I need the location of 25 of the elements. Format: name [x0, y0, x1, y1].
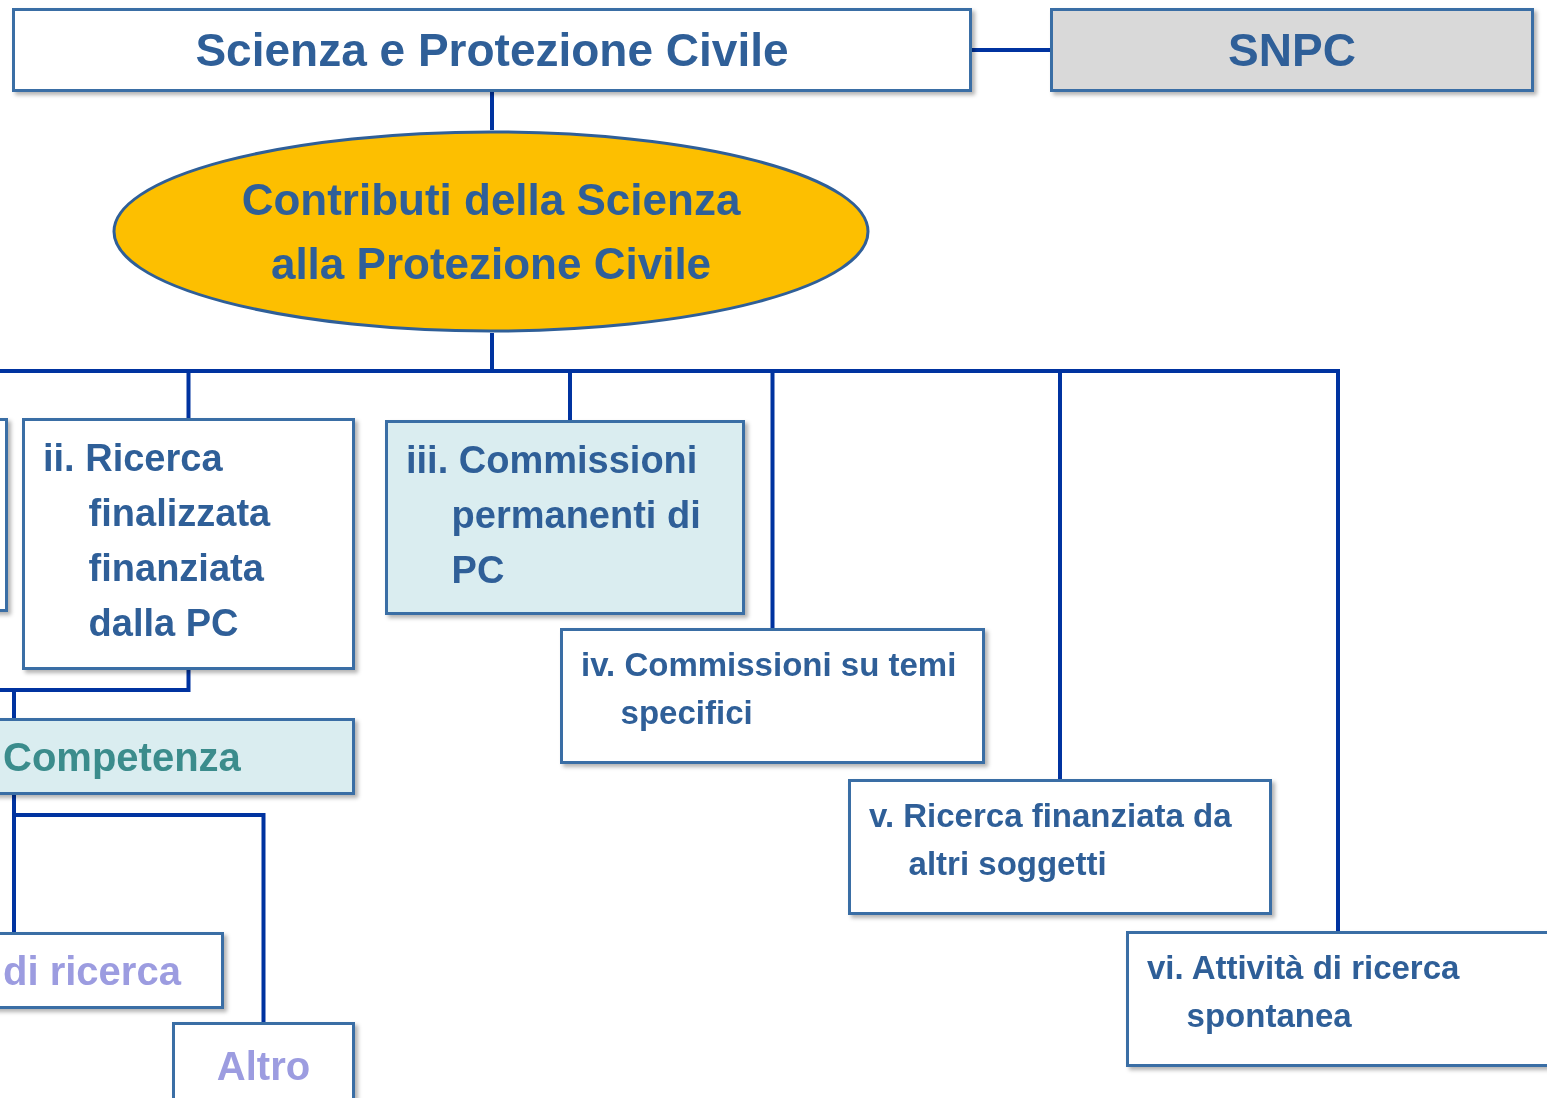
node-label: SNPC	[1228, 22, 1356, 78]
category-box	[0, 718, 355, 795]
node-label: iii. Commissioni permanenti di PC	[406, 438, 702, 594]
category-box	[848, 779, 1272, 915]
connector-line	[490, 92, 494, 130]
category-box	[1126, 931, 1547, 1067]
title-box	[12, 8, 972, 92]
system-box	[1050, 8, 1534, 92]
node-label: Scienza e Protezione Civile	[195, 22, 789, 78]
category-box	[172, 1022, 355, 1098]
category-box	[22, 418, 355, 670]
topic-ellipse	[112, 130, 870, 333]
connector-line	[12, 795, 266, 1022]
node-label: Altro	[216, 1043, 311, 1090]
node-label: Contributi della Scienza alla Protezione Civile	[240, 173, 742, 290]
node-label: iv. Commissioni su temi specifici	[581, 645, 958, 733]
category-box	[560, 628, 985, 764]
category-box	[385, 420, 745, 615]
node-label: vi. Attività di ricerca spontanea	[1147, 948, 1461, 1036]
node-label: ii. Ricerca finalizzata finanziata dalla PC	[43, 436, 272, 647]
node-label: v. Ricerca finanziata da altri soggetti	[869, 796, 1233, 884]
node-label: Competenza	[3, 733, 241, 781]
node-label: di ricerca	[3, 947, 181, 995]
connector-line	[972, 48, 1050, 52]
category-box	[0, 932, 224, 1009]
